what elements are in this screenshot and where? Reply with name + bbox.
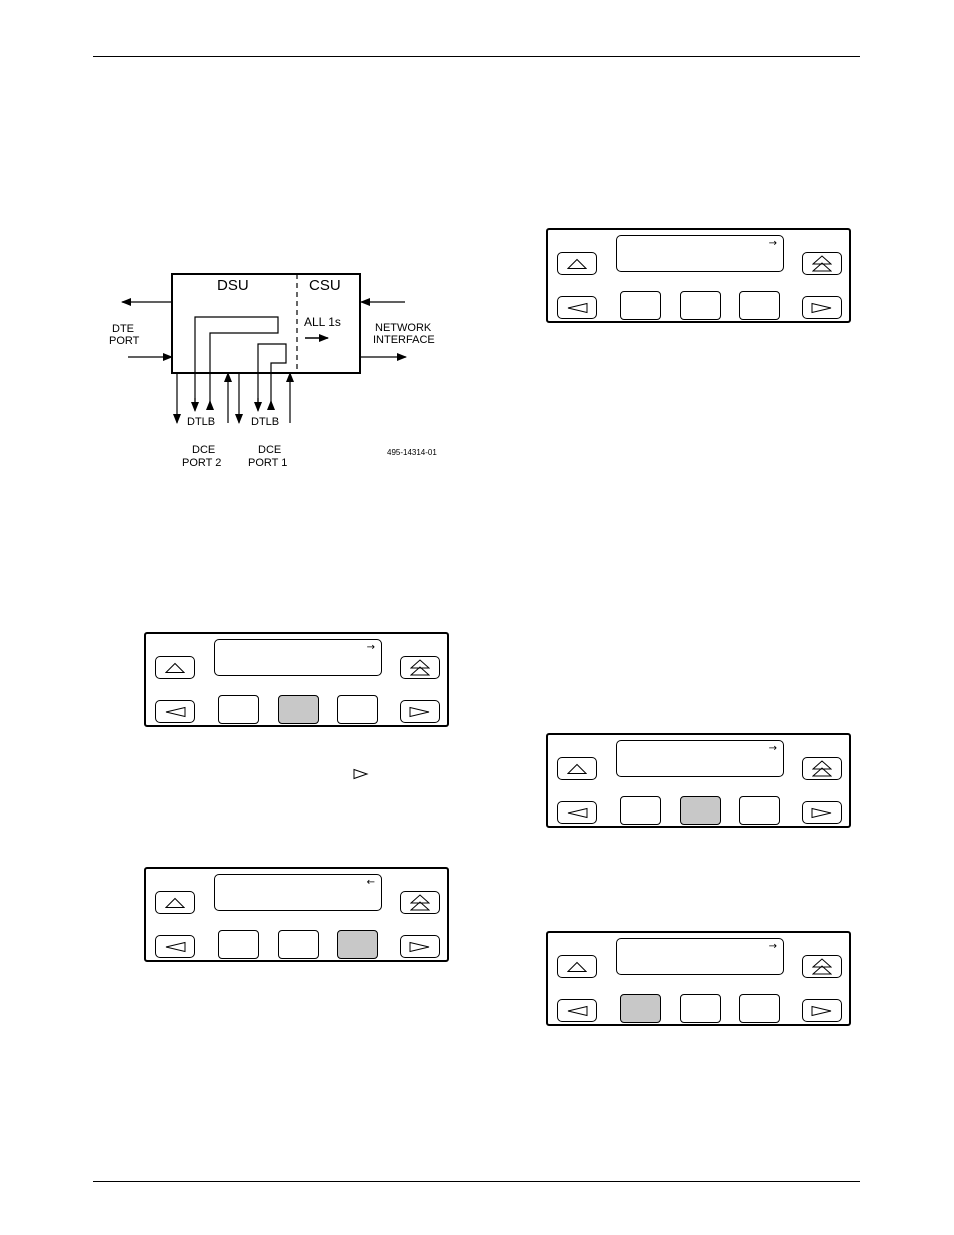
- up-arrow-key[interactable]: [155, 656, 195, 679]
- lcd-display: →: [214, 639, 382, 676]
- double-up-arrow-icon: [812, 760, 832, 777]
- right-arrow-icon: [811, 807, 833, 819]
- function-key-3[interactable]: [739, 994, 780, 1023]
- right-arrow-icon: [409, 941, 431, 953]
- figure-number: 495-14314-01: [387, 448, 437, 457]
- function-key-1[interactable]: [620, 796, 661, 825]
- front-panel: →: [546, 228, 851, 323]
- front-panel: ←: [144, 867, 449, 962]
- left-arrow-key[interactable]: [557, 801, 597, 824]
- up-arrow-key[interactable]: [557, 252, 597, 275]
- right-arrow-key[interactable]: [802, 999, 842, 1022]
- function-key-1[interactable]: [218, 695, 259, 724]
- double-up-arrow-icon: [410, 659, 430, 676]
- right-arrow-icon: [811, 1005, 833, 1017]
- left-arrow-icon: [566, 302, 588, 314]
- dce1-loop-path: [257, 343, 287, 410]
- footer-rule: [93, 1181, 860, 1182]
- function-key-2[interactable]: [680, 796, 721, 825]
- dtlb-label-left: DTLB: [187, 416, 215, 428]
- right-arrow-icon: [409, 706, 431, 718]
- up-arrow-icon: [165, 897, 185, 909]
- left-arrow-key[interactable]: [155, 935, 195, 958]
- up-arrow-icon: [567, 961, 587, 973]
- left-arrow-icon: [164, 706, 186, 718]
- lcd-indicator: →: [768, 941, 777, 952]
- left-arrow-icon: [566, 807, 588, 819]
- dsu-label: DSU: [217, 277, 249, 294]
- front-panel: →: [546, 931, 851, 1026]
- function-key-3[interactable]: [337, 930, 378, 959]
- function-key-2[interactable]: [680, 291, 721, 320]
- right-arrow-key[interactable]: [400, 700, 440, 723]
- right-arrow-icon: [811, 302, 833, 314]
- lcd-indicator: ←: [366, 877, 375, 888]
- up-arrow-key[interactable]: [155, 891, 195, 914]
- left-arrow-key[interactable]: [557, 296, 597, 319]
- dce2-loop-path: [194, 316, 279, 410]
- up-arrow-icon: [567, 258, 587, 270]
- function-key-3[interactable]: [739, 796, 780, 825]
- dte-port-line1: DTE: [112, 323, 134, 335]
- top-level-key[interactable]: [802, 757, 842, 780]
- dce-port2-line2: PORT 2: [182, 457, 221, 469]
- lcd-indicator: →: [768, 743, 777, 754]
- up-arrow-key[interactable]: [557, 955, 597, 978]
- right-arrow-key[interactable]: [802, 296, 842, 319]
- function-key-1[interactable]: [218, 930, 259, 959]
- top-level-key[interactable]: [400, 656, 440, 679]
- left-arrow-icon: [164, 941, 186, 953]
- dtlb-loopback-diagram: DSU CSU DTE PORT NETWORK INTERFACE ALL 1…: [109, 273, 437, 469]
- all1s-label: ALL 1s: [304, 315, 341, 329]
- left-arrow-key[interactable]: [155, 700, 195, 723]
- function-key-3[interactable]: [739, 291, 780, 320]
- left-arrow-icon: [566, 1005, 588, 1017]
- up-arrow-icon: [567, 763, 587, 775]
- dce-port1-line1: DCE: [258, 444, 281, 456]
- function-key-1[interactable]: [620, 291, 661, 320]
- lcd-display: →: [616, 235, 784, 272]
- header-rule: [93, 56, 860, 57]
- lcd-display: →: [616, 938, 784, 975]
- function-key-3[interactable]: [337, 695, 378, 724]
- right-arrow-icon: [353, 768, 369, 780]
- dce-port2-line1: DCE: [192, 444, 215, 456]
- dte-port-line2: PORT: [109, 335, 140, 347]
- top-level-key[interactable]: [802, 252, 842, 275]
- up-arrow-key[interactable]: [557, 757, 597, 780]
- right-arrow-key[interactable]: [802, 801, 842, 824]
- function-key-2[interactable]: [278, 695, 319, 724]
- right-arrow-key[interactable]: [400, 935, 440, 958]
- left-arrow-key[interactable]: [557, 999, 597, 1022]
- network-interface-line1: NETWORK: [375, 322, 432, 334]
- double-up-arrow-icon: [812, 255, 832, 272]
- lcd-display: →: [616, 740, 784, 777]
- unit-box: [171, 273, 361, 374]
- function-key-1[interactable]: [620, 994, 661, 1023]
- front-panel: →: [144, 632, 449, 727]
- csu-label: CSU: [309, 277, 341, 294]
- double-up-arrow-icon: [812, 958, 832, 975]
- double-up-arrow-icon: [410, 894, 430, 911]
- dtlb-label-right: DTLB: [251, 416, 279, 428]
- up-arrow-icon: [165, 662, 185, 674]
- function-key-2[interactable]: [278, 930, 319, 959]
- lcd-display: ←: [214, 874, 382, 911]
- lcd-indicator: →: [366, 642, 375, 653]
- top-level-key[interactable]: [400, 891, 440, 914]
- front-panel: →: [546, 733, 851, 828]
- lcd-indicator: →: [768, 238, 777, 249]
- top-level-key[interactable]: [802, 955, 842, 978]
- dce-port1-line2: PORT 1: [248, 457, 287, 469]
- network-interface-line2: INTERFACE: [373, 334, 435, 346]
- function-key-2[interactable]: [680, 994, 721, 1023]
